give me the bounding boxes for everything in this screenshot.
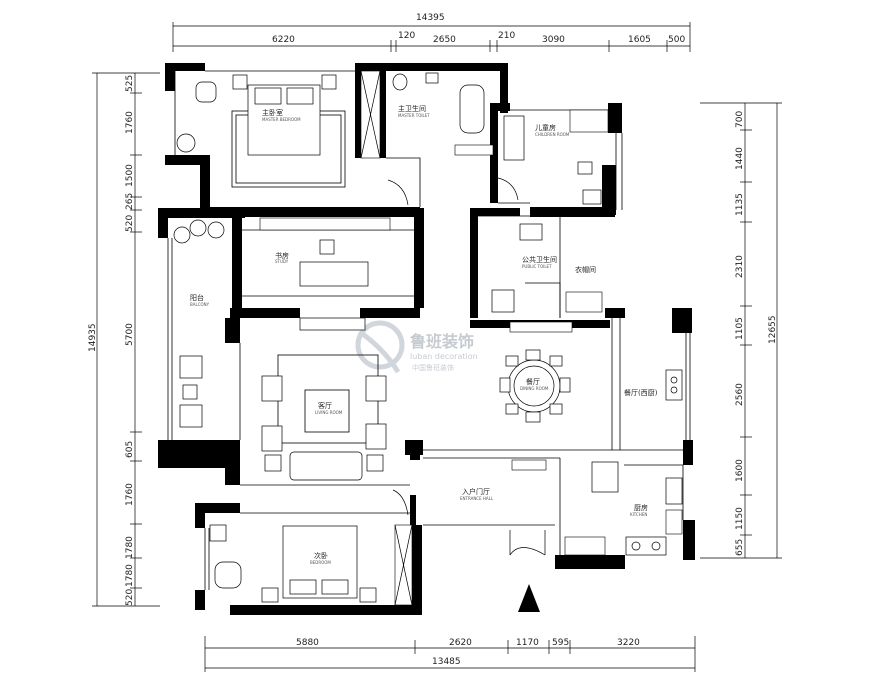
dim-bottom-1: 5880	[296, 638, 319, 648]
study-sub: STUDY	[275, 259, 289, 264]
dim-left-3: 1500	[125, 164, 135, 187]
dim-right-8: 1150	[735, 507, 745, 530]
dim-left-2: 1760	[125, 111, 135, 134]
entrance-arrow-icon	[518, 584, 540, 612]
dining-room: 餐厅 DINING ROOM	[499, 349, 571, 423]
living-label: 客厅	[318, 401, 332, 410]
guest-bedroom: 次卧 BEDROOM	[209, 489, 413, 606]
kids-room-label: 儿童房	[535, 123, 556, 132]
dinette: 餐厅(西厨)	[624, 369, 683, 401]
tv-cabinet	[299, 317, 366, 331]
living-room: 客厅 LIVING ROOM	[261, 317, 387, 481]
kitchen-sub: KITCHEN	[630, 512, 647, 517]
dim-left-7: 605	[125, 441, 135, 458]
dim-top-5: 3090	[542, 35, 565, 45]
right-dimension-chain: 700 1440 1135 2310 1105 2560 1600 1150 6…	[700, 102, 782, 559]
dim-right-2: 1440	[735, 147, 745, 170]
watermark-english: luban decoration	[410, 352, 478, 361]
balcony-label: 阳台	[190, 293, 204, 302]
dim-left-4: 265	[125, 193, 135, 210]
guest-bedroom-label: 次卧	[314, 551, 328, 560]
dim-left-5: 520	[125, 215, 135, 232]
dim-right-6: 2560	[735, 383, 745, 406]
watermark-tagline: 中国鲁班装饰	[412, 363, 454, 372]
dim-right-3: 1135	[735, 193, 745, 216]
fridge	[591, 461, 619, 493]
dim-left-1: 525	[125, 75, 135, 92]
kids-room-sub: CHILDREN ROOM	[535, 132, 570, 137]
dim-top-total: 14395	[416, 13, 445, 23]
dim-left-total: 14935	[88, 323, 98, 352]
dim-left-8: 1760	[125, 483, 135, 506]
dim-top-1: 6220	[272, 35, 295, 45]
master-bedroom-label: 主卧室	[262, 108, 283, 117]
dim-top-6: 1605	[628, 35, 651, 45]
kids-room: 儿童房 CHILDREN ROOM	[497, 109, 609, 205]
dim-bottom-3: 1170	[516, 638, 539, 648]
study-bookcase	[259, 217, 391, 231]
dim-right-total: 12655	[768, 315, 778, 344]
public-bath-sub: PUBLIC TOILET	[522, 264, 552, 269]
dim-right-9: 655	[735, 539, 745, 556]
bottom-dimension-chain: 5880 2620 1170 595 3220 13485	[204, 636, 696, 672]
balcony-sub: BALCONY	[190, 302, 210, 307]
bathtub	[459, 84, 485, 134]
dim-right-1: 700	[735, 111, 745, 128]
guest-bedroom-sub: BEDROOM	[310, 560, 331, 565]
kitchen-label: 厨房	[634, 503, 648, 512]
study-desk	[299, 261, 369, 287]
dim-bottom-2: 2620	[449, 638, 472, 648]
dim-top-4: 210	[498, 31, 515, 41]
dinette-label: 餐厅(西厨)	[624, 388, 658, 397]
living-sub: LIVING ROOM	[315, 410, 343, 415]
balcony: 阳台 BALCONY	[173, 219, 225, 428]
study: 书房 STUDY	[259, 217, 391, 287]
storage-room: 衣帽间	[565, 265, 603, 313]
storage-label: 衣帽间	[575, 265, 596, 274]
armchair	[195, 81, 217, 103]
foyer: 入户门厅 ENTRANCE HALL	[460, 459, 547, 612]
study-label: 书房	[275, 251, 289, 260]
dim-left-11: 520	[125, 589, 135, 606]
master-bath-label: 主卫生间	[398, 104, 426, 113]
dim-left-10: 1780	[125, 564, 135, 587]
dim-bottom-total: 13485	[432, 657, 461, 667]
watermark: 鲁班装饰 luban decoration 中国鲁班装饰	[355, 320, 478, 374]
master-bath-sub: MASTER TOILET	[398, 113, 430, 118]
dim-right-4: 2310	[735, 255, 745, 278]
public-bath: 公共卫生间 PUBLIC TOILET	[491, 223, 573, 333]
stove	[625, 536, 667, 556]
dim-top-2: 120	[398, 31, 415, 41]
dim-left-9: 1780	[125, 536, 135, 559]
dim-bottom-4: 595	[552, 638, 569, 648]
sofa	[289, 451, 363, 481]
master-bath: 主卫生间 MASTER TOILET	[387, 72, 494, 206]
watermark-brand: 鲁班装饰	[409, 332, 474, 351]
dim-bottom-5: 3220	[617, 638, 640, 648]
foyer-sub: ENTRANCE HALL	[460, 496, 494, 501]
top-dimension-chain: 14395 6220 120 2650 210 3090 1605 500	[172, 13, 691, 52]
dim-right-7: 1600	[735, 459, 745, 482]
master-bedroom-sub: MASTER BEDROOM	[262, 117, 301, 122]
dim-top-7: 500	[668, 35, 685, 45]
master-bedroom: 主卧室 MASTER BEDROOM	[176, 70, 381, 188]
thin-walls	[167, 70, 691, 590]
dim-top-3: 2650	[433, 35, 456, 45]
foyer-label: 入户门厅	[462, 487, 490, 496]
dining-sub: DINING ROOM	[520, 386, 549, 391]
public-bath-label: 公共卫生间	[522, 255, 557, 264]
dim-left-6: 5700	[125, 323, 135, 346]
dining-label: 餐厅	[526, 377, 540, 386]
dim-right-5: 1105	[735, 317, 745, 340]
kitchen: 厨房 KITCHEN	[564, 461, 683, 556]
left-dimension-chain: 14935 525 1760 1500 265 520 5700 605 176…	[88, 72, 160, 607]
